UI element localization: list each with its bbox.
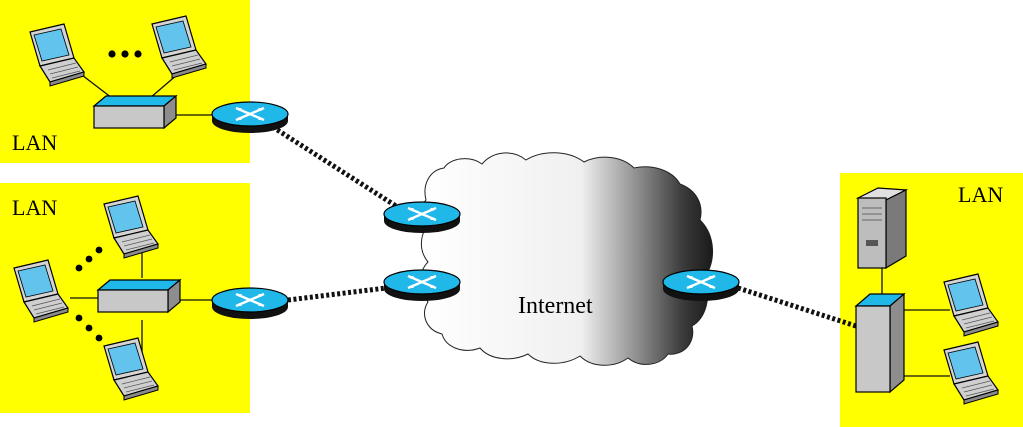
internet-label: Internet	[518, 293, 593, 319]
router-icon	[210, 100, 290, 135]
lan-label-top-left: LAN	[12, 130, 57, 155]
wan-links	[266, 121, 857, 329]
switch-icon	[93, 95, 177, 129]
lan-label-bottom-left: LAN	[12, 195, 57, 220]
server-icon	[855, 187, 909, 270]
lan-area-top-left	[0, 0, 250, 163]
switch-icon	[854, 292, 906, 394]
switch-icon	[97, 279, 181, 313]
lan-label-right: LAN	[958, 182, 1003, 207]
router-icon	[382, 268, 462, 303]
internet-cloud	[420, 152, 714, 366]
router-icon	[382, 200, 462, 235]
router-icon	[661, 268, 741, 303]
router-icon	[210, 286, 290, 321]
ellipsis-dots	[75, 50, 142, 342]
